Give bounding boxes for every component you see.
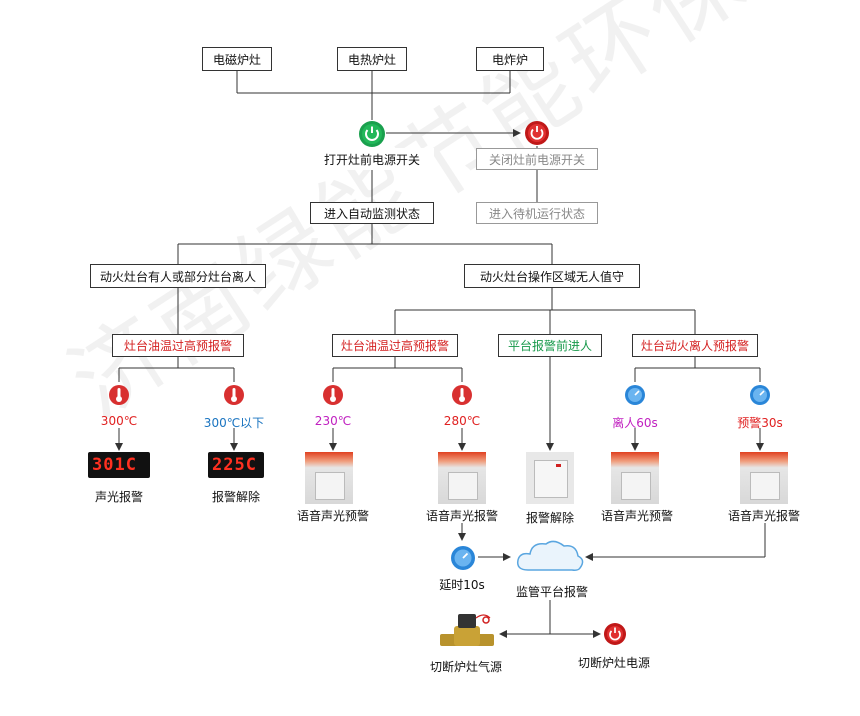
cut-gas-label: 切断炉灶气源 — [429, 660, 503, 674]
delay-label: 延时10s — [439, 578, 485, 592]
timer-icon — [624, 384, 646, 406]
auto-monitor-box: 进入自动监测状态 — [310, 202, 434, 224]
platform-alarm-label: 监管平台报警 — [515, 585, 589, 599]
outcome-label: 声光报警 — [94, 490, 144, 504]
outcome-label: 语音声光预警 — [296, 509, 370, 523]
source-electric-fryer: 电炸炉 — [476, 47, 544, 71]
cut-power-label: 切断炉灶电源 — [577, 656, 651, 670]
detector-device — [438, 452, 486, 504]
outcome-label: 语音声光预警 — [600, 509, 674, 523]
oil-temp-alarm-left-box: 灶台油温过高预报警 — [112, 334, 244, 357]
detector-device — [526, 452, 574, 504]
condition-label: 离人60s — [612, 416, 658, 430]
condition-label: 280℃ — [443, 414, 481, 428]
power-on-label: 打开灶前电源开关 — [310, 148, 434, 170]
power-off-label: 关闭灶前电源开关 — [476, 148, 598, 170]
power-off-icon — [603, 622, 627, 646]
power-on-icon — [358, 120, 386, 148]
timer-icon — [749, 384, 771, 406]
detector-device — [611, 452, 659, 504]
platform-alarm-box: 平台报警前进人 — [498, 334, 602, 357]
detector-device — [305, 452, 353, 504]
standby-box: 进入待机运行状态 — [476, 202, 598, 224]
cloud-icon — [514, 536, 586, 576]
source-electric-stove: 电热炉灶 — [337, 47, 407, 71]
power-off-icon — [524, 120, 550, 146]
thermometer-icon — [108, 384, 130, 406]
led-display: 225C — [208, 452, 264, 478]
outcome-label: 语音声光报警 — [727, 509, 801, 523]
led-display: 301C — [88, 452, 150, 478]
condition-label: 230℃ — [314, 414, 352, 428]
timer-icon — [450, 545, 476, 571]
condition-label: 300℃以下 — [203, 416, 265, 430]
thermometer-icon — [223, 384, 245, 406]
oil-temp-alarm-right-box: 灶台油温过高预报警 — [332, 334, 458, 357]
outcome-label: 报警解除 — [525, 511, 575, 525]
condition-label: 300℃ — [100, 414, 138, 428]
thermometer-icon — [451, 384, 473, 406]
outcome-label: 报警解除 — [211, 490, 261, 504]
source-induction-stove: 电磁炉灶 — [202, 47, 272, 71]
branch-unattended-box: 动火灶台操作区域无人值守 — [464, 264, 640, 288]
condition-label: 预警30s — [737, 416, 783, 430]
leave-alarm-box: 灶台动火离人预报警 — [632, 334, 758, 357]
thermometer-icon — [322, 384, 344, 406]
outcome-label: 语音声光报警 — [425, 509, 499, 523]
detector-device — [740, 452, 788, 504]
branch-occupied-box: 动火灶台有人或部分灶台离人 — [90, 264, 266, 288]
gas-valve-icon — [438, 612, 496, 652]
